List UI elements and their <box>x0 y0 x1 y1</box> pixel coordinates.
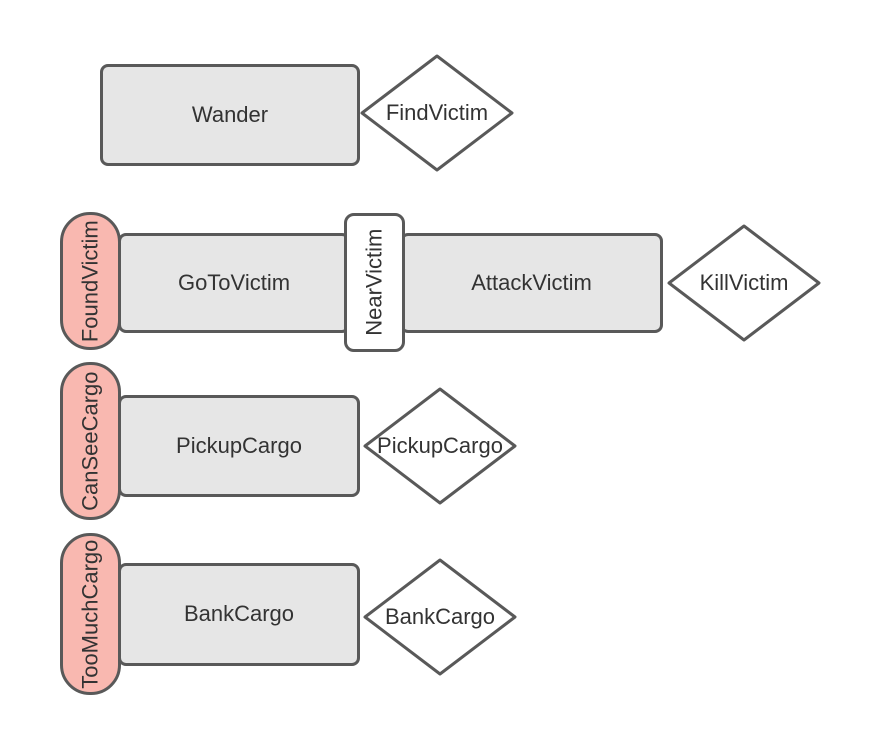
decision-pickupcargo: PickupCargo <box>362 386 518 506</box>
state-bankcargo-label: BankCargo <box>183 601 295 627</box>
decision-findvictim: FindVictim <box>359 53 515 173</box>
decision-killvictim-label: KillVictim <box>699 270 789 295</box>
state-gotovictim: GoToVictim <box>118 233 350 333</box>
trigger-canseecargo: CanSeeCargo <box>60 362 121 520</box>
event-nearvictim-label: NearVictim <box>361 228 387 337</box>
decision-bankcargo-label: BankCargo <box>384 604 496 629</box>
diamond-shape-icon <box>363 558 517 676</box>
state-attackvictim: AttackVictim <box>400 233 663 333</box>
trigger-canseecargo-label: CanSeeCargo <box>77 371 103 511</box>
decision-bankcargo: BankCargo <box>362 557 518 677</box>
trigger-toomuchcargo: TooMuchCargo <box>60 533 121 695</box>
decision-pickupcargo-label: PickupCargo <box>377 433 503 458</box>
trigger-foundvictim-label: FoundVictim <box>77 220 103 342</box>
state-pickupcargo: PickupCargo <box>118 395 360 497</box>
state-bankcargo: BankCargo <box>118 563 360 666</box>
decision-findvictim-label: FindVictim <box>385 100 489 125</box>
diamond-shape-icon <box>667 224 821 342</box>
state-attackvictim-label: AttackVictim <box>471 269 592 295</box>
state-wander-label: Wander <box>191 101 269 127</box>
diamond-shape-icon <box>363 387 517 505</box>
trigger-toomuchcargo-label: TooMuchCargo <box>77 539 103 689</box>
state-wander: Wander <box>100 64 360 166</box>
trigger-foundvictim: FoundVictim <box>60 212 121 350</box>
decision-killvictim: KillVictim <box>666 223 822 343</box>
state-pickupcargo-label: PickupCargo <box>176 432 302 458</box>
event-nearvictim: NearVictim <box>344 213 405 352</box>
diamond-shape-icon <box>360 54 514 172</box>
state-gotovictim-label: GoToVictim <box>177 269 291 295</box>
